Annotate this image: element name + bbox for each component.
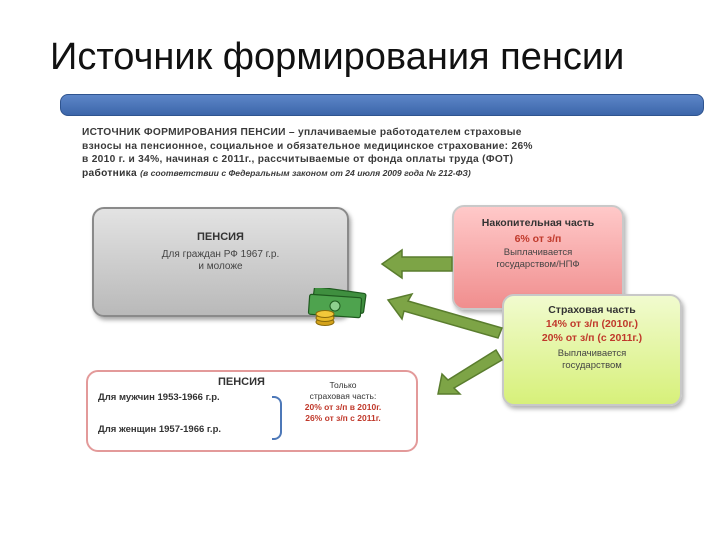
funded-part-title: Накопительная часть: [481, 217, 595, 229]
pension-box-older: ПЕНСИЯ Для мужчин 1953-1966 г.р. Для жен…: [86, 370, 418, 452]
note-line-1: Только: [329, 380, 357, 390]
diagram-area: ИСТОЧНИК ФОРМИРОВАНИЯ ПЕНСИИ – уплачивае…: [62, 120, 702, 460]
men-age-range: Для мужчин 1953-1966 г.р.: [98, 392, 220, 403]
funded-payer-line-2: государством/НПФ: [496, 259, 580, 270]
money-icon: [307, 288, 367, 326]
intro-line-1: ИСТОЧНИК ФОРМИРОВАНИЯ ПЕНСИИ – уплачивае…: [82, 127, 522, 138]
insurance-payer-line-1: Выплачивается: [557, 348, 627, 359]
intro-line-4: работника (в соответствии с Федеральным …: [82, 167, 697, 181]
title-underline-bar: [60, 94, 704, 116]
insurance-rate-2011: 20% от з/п (с 2011г.): [541, 332, 643, 344]
note-line-4: 26% от з/п с 2011г.: [305, 413, 381, 423]
law-reference: (в соответствии с Федеральным законом от…: [140, 167, 471, 178]
intro-line-4-main: работника: [82, 167, 138, 179]
pension-box-title: ПЕНСИЯ: [197, 231, 244, 243]
pension-box-description: Для граждан РФ 1967 г.р. и моложе: [94, 249, 347, 273]
slide-title: Источник формирования пенсии: [50, 36, 625, 78]
intro-line-3: в 2010 г. и 34%, начиная с 2011г., рассч…: [82, 154, 514, 165]
women-age-range: Для женщин 1957-1966 г.р.: [98, 424, 222, 435]
funded-part-rate: 6% от з/п: [514, 233, 562, 245]
note-line-3: 20% от з/п в 2010г.: [304, 402, 382, 412]
insurance-part-box: Страховая часть 14% от з/п (2010г.) 20% …: [502, 294, 682, 406]
pension-box-young: ПЕНСИЯ Для граждан РФ 1967 г.р. и моложе: [92, 207, 349, 317]
insurance-only-note: Только страховая часть: 20% от з/п в 201…: [288, 380, 398, 424]
insurance-part-payer: Выплачивается государством: [504, 348, 680, 372]
arrow-diagonal-down-left-icon: [437, 348, 504, 395]
funded-part-payer: Выплачивается государством/НПФ: [454, 247, 622, 271]
bracket-icon: [272, 396, 282, 440]
funded-payer-line-1: Выплачивается: [503, 247, 573, 258]
funded-part-box: Накопительная часть 6% от з/п Выплачивае…: [452, 205, 624, 310]
pension-box-line-2: и моложе: [198, 261, 243, 272]
intro-line-2: взносы на пенсионное, социальное и обяза…: [82, 140, 533, 152]
pension-box-older-title: ПЕНСИЯ: [218, 376, 265, 388]
arrow-left-icon: [380, 248, 453, 280]
insurance-rate-2010: 14% от з/п (2010г.): [545, 318, 639, 330]
pension-box-line-1: Для граждан РФ 1967 г.р.: [161, 249, 280, 260]
insurance-payer-line-2: государством: [562, 360, 622, 371]
note-line-2: страховая часть:: [309, 391, 377, 401]
insurance-part-title: Страховая часть: [548, 304, 636, 316]
arrow-diagonal-up-left-icon: [386, 292, 504, 339]
intro-text: ИСТОЧНИК ФОРМИРОВАНИЯ ПЕНСИИ – уплачивае…: [82, 126, 697, 180]
